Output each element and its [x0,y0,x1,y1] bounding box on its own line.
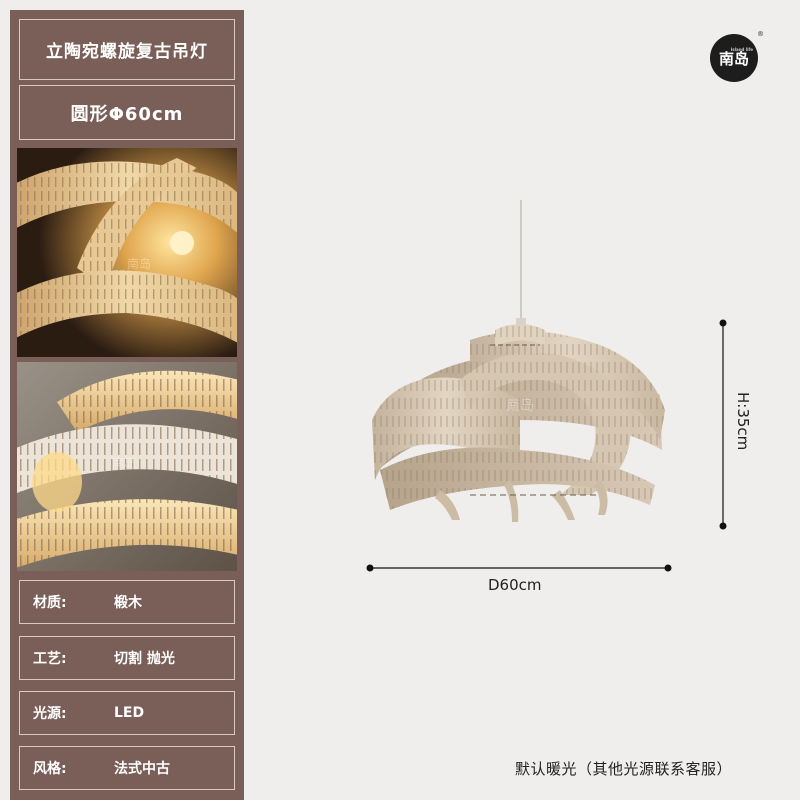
spec-value: LED [114,705,145,721]
width-dimension-line [366,564,672,572]
watermark-text: 南岛 [506,398,534,414]
product-size: 圆形Φ60cm [19,85,235,140]
spec-value: 椴木 [114,595,142,611]
lamp-lit-image: 南岛 [17,362,237,571]
width-label: D60cm [488,576,542,594]
spec-label: 材质: [33,595,67,611]
spec-label: 风格: [33,761,67,777]
product-info-sidebar: 立陶宛螺旋复古吊灯 圆形Φ60cm [10,10,244,800]
height-dimension-line [719,319,727,530]
product-title: 立陶宛螺旋复古吊灯 [19,19,235,80]
spec-label: 工艺: [33,651,67,667]
detail-photo-bottom: 南岛 [17,362,237,571]
brand-logo-text: 南岛 [718,49,749,68]
spec-value: 切割 抛光 [114,651,175,667]
spec-row-material: 材质: 椴木 [19,580,235,624]
watermark-text: 南岛 [112,455,136,470]
height-label: H:35cm [734,392,752,451]
lamp-shade [372,324,665,522]
brand-tagline: Island life [730,47,753,52]
spec-row-light-source: 光源: LED [19,691,235,735]
spec-row-style: 风格: 法式中古 [19,746,235,790]
lamp-closeup-image: 南岛 [17,148,237,357]
trademark-mark: ® [757,30,764,38]
spec-row-craft: 工艺: 切割 抛光 [19,636,235,680]
brand-logo: 南岛 ® Island life [710,30,764,82]
spec-value: 法式中古 [114,761,170,777]
light-color-note: 默认暖光（其他光源联系客服） [515,760,733,778]
detail-photo-top: 南岛 [17,148,237,357]
spec-label: 光源: [33,706,67,722]
watermark-text: 南岛 [127,256,151,271]
